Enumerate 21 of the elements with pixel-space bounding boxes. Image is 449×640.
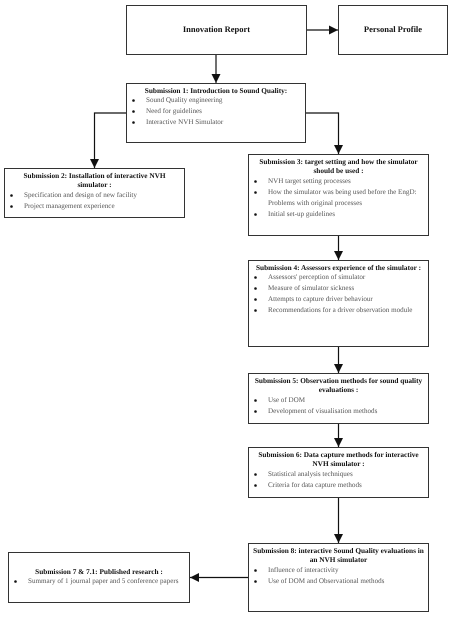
arrow — [190, 573, 248, 582]
process-box — [126, 5, 307, 55]
arrow — [212, 55, 220, 83]
process-box — [338, 5, 448, 55]
process-box — [8, 552, 190, 603]
arrow — [307, 26, 338, 34]
arrow — [334, 347, 343, 373]
box-heading: Personal Profile — [362, 24, 424, 36]
process-box — [248, 154, 429, 236]
process-box — [248, 447, 429, 498]
box-heading: Innovation Report — [182, 24, 252, 36]
arrow — [334, 498, 343, 543]
arrow — [90, 112, 126, 168]
process-box — [4, 168, 185, 218]
arrow — [306, 112, 343, 154]
process-box — [126, 83, 306, 143]
process-box — [248, 543, 429, 612]
arrow — [334, 424, 343, 447]
process-box — [248, 260, 429, 347]
process-box — [248, 373, 429, 424]
arrow — [334, 236, 343, 260]
